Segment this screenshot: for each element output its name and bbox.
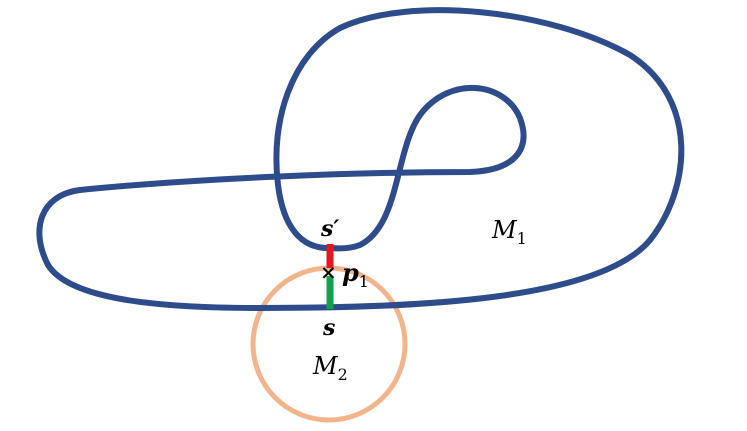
point-p1-cross: × [320, 260, 337, 284]
label-p1: p1 [342, 258, 369, 291]
label-s: s [322, 315, 335, 341]
label-m1-main: M [491, 216, 518, 244]
label-m1: M1 [491, 216, 527, 248]
label-m1-subscript: 1 [517, 229, 527, 248]
label-s-prime: s′ [320, 216, 339, 242]
label-p1-subscript: 1 [359, 272, 369, 291]
label-m2-subscript: 2 [338, 365, 348, 384]
label-p1-main: p [342, 258, 359, 287]
label-m2: M2 [312, 352, 348, 384]
m1-curve [36, 7, 685, 311]
label-m2-main: M [312, 352, 339, 380]
